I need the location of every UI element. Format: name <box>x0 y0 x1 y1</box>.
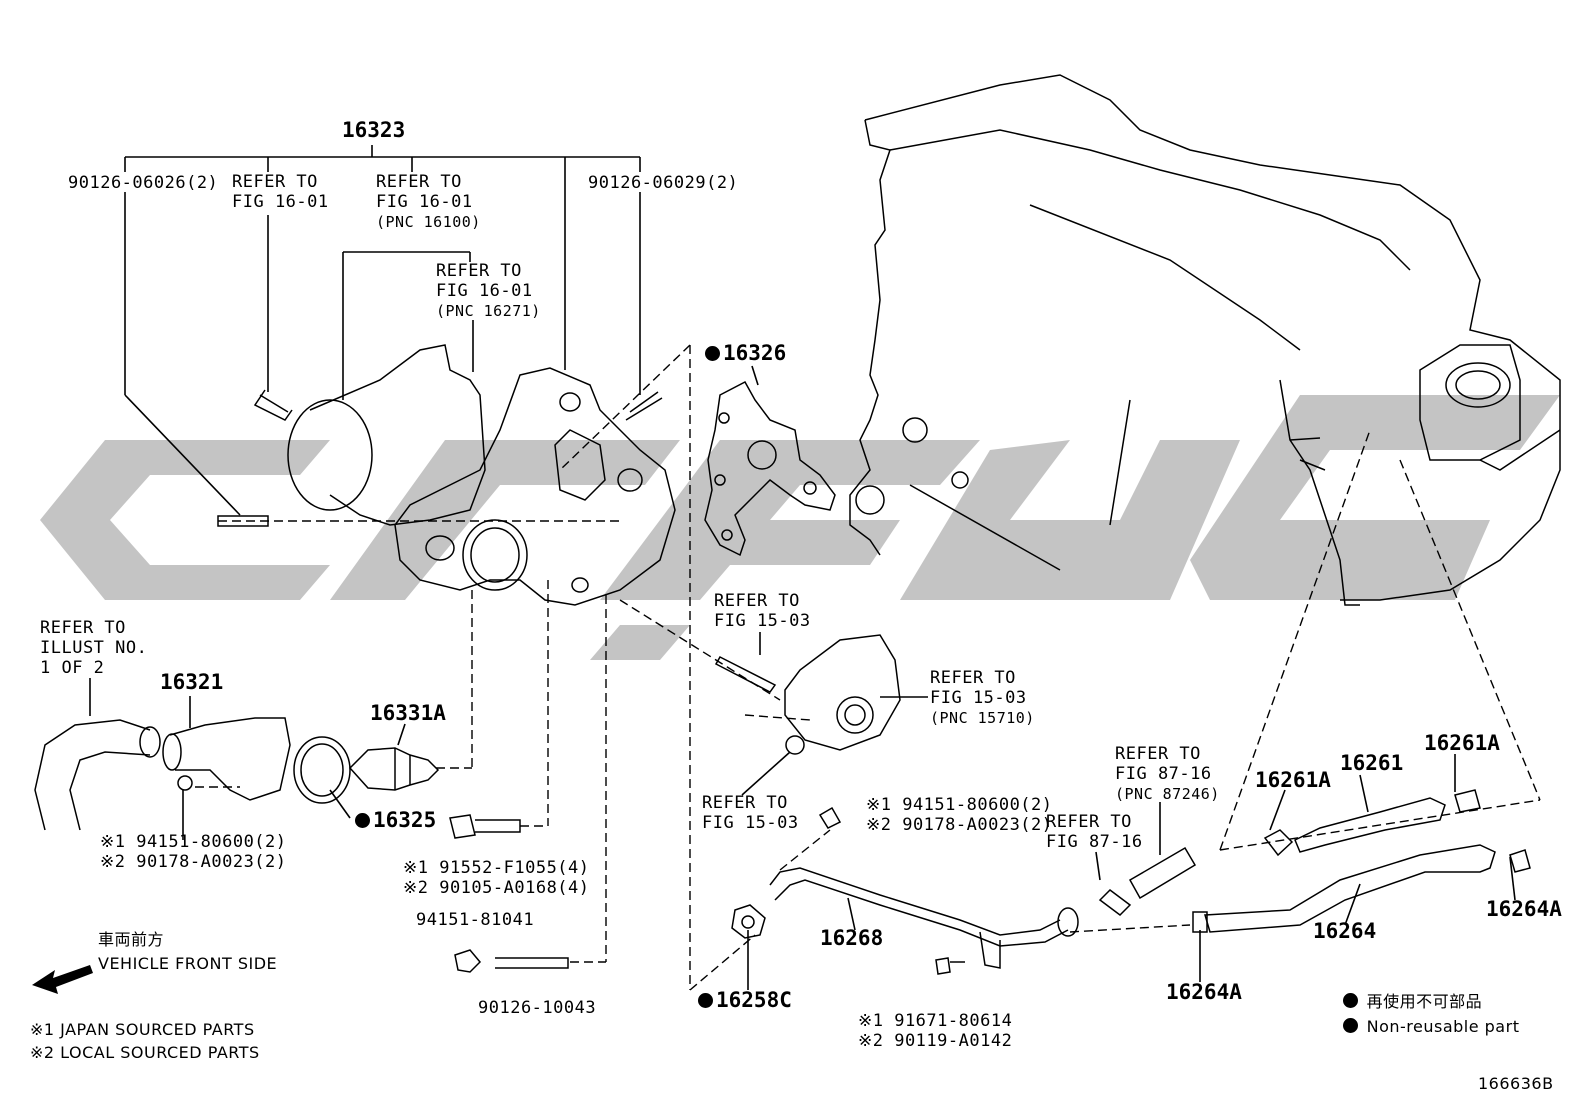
ref-pnc: (PNC 16271) <box>436 302 541 320</box>
ref-line: REFER TO <box>702 793 788 813</box>
note-line: ※1 91671-80614 <box>858 1011 1013 1031</box>
ref-line: REFER TO <box>436 261 522 281</box>
part-16261a-left-label[interactable]: 16261A <box>1255 768 1331 792</box>
ref-fig-16-01-a[interactable]: REFER TO FIG 16-01 <box>232 172 329 212</box>
note-line: ※2 90119-A0142 <box>858 1031 1013 1051</box>
non-reusable-dot-icon <box>1343 993 1358 1008</box>
part-16325-label[interactable]: 16325 <box>355 808 437 832</box>
part-16264-label[interactable]: 16264 <box>1313 919 1377 943</box>
ref-line: FIG 87-16 <box>1046 832 1143 852</box>
part-16264a-right-label[interactable]: 16264A <box>1486 897 1562 921</box>
ref-line: REFER TO <box>232 172 318 192</box>
note-line: ※1 94151-80600(2) <box>100 832 287 852</box>
part-16264a-bottom-label[interactable]: 16264A <box>1166 980 1242 1004</box>
bolt-left-label: 90126-06026(2) <box>68 173 219 193</box>
note-line: ※2 90178-A0023(2) <box>866 815 1053 835</box>
ref-line: FIG 16-01 <box>436 281 533 301</box>
vehicle-front-arrow-icon <box>32 965 93 994</box>
note-nut[interactable]: 94151-81041 <box>416 910 535 930</box>
part-number: 16325 <box>373 808 437 832</box>
watermark-logo <box>40 395 1560 660</box>
ref-line: FIG 15-03 <box>930 688 1027 708</box>
legend-jp: 再使用不可部品 <box>1343 992 1482 1012</box>
ref-fig-15-03-b[interactable]: REFER TO FIG 15-03 (PNC 15710) <box>930 668 1035 728</box>
part-16261-label[interactable]: 16261 <box>1340 751 1404 775</box>
ref-line: FIG 87-16 <box>1115 764 1212 784</box>
non-reusable-dot-icon <box>1343 1018 1358 1033</box>
note-line: ※2 90105-A0168(4) <box>403 878 590 898</box>
bolt-right-label: 90126-06029(2) <box>588 173 739 193</box>
cover-15710 <box>784 634 901 751</box>
vehicle-front-jp: 車両前方 <box>98 930 165 949</box>
japan-sourced-note: ※1 JAPAN SOURCED PARTS <box>30 1020 255 1039</box>
non-reusable-dot-icon <box>698 993 713 1008</box>
part-number: 16326 <box>723 341 787 365</box>
part-16331a-label[interactable]: 16331A <box>370 701 446 725</box>
ref-line: ILLUST NO. <box>40 638 148 658</box>
note-bolt-center[interactable]: ※1 91552-F1055(4) ※2 90105-A0168(4) <box>403 858 590 898</box>
local-sourced-note: ※2 LOCAL SOURCED PARTS <box>30 1043 260 1062</box>
ref-line: REFER TO <box>930 668 1016 688</box>
leader-lines <box>89 145 1516 990</box>
ref-fig-15-03-a[interactable]: REFER TO FIG 15-03 <box>714 591 811 631</box>
ref-fig-87-16-b[interactable]: REFER TO FIG 87-16 <box>1046 812 1143 852</box>
lower-bolts <box>449 656 965 975</box>
ref-pnc: (PNC 87246) <box>1115 785 1220 803</box>
ref-fig-16-01-c[interactable]: REFER TO FIG 16-01 (PNC 16271) <box>436 261 541 321</box>
ref-fig-15-03-c[interactable]: REFER TO FIG 15-03 <box>702 793 799 833</box>
part-16323-label: 16323 <box>342 118 406 142</box>
vehicle-front-en: VEHICLE FRONT SIDE <box>98 954 278 973</box>
part-16261a-right-label[interactable]: 16261A <box>1424 731 1500 755</box>
ref-line: 1 OF 2 <box>40 658 105 678</box>
ref-line: FIG 16-01 <box>232 192 329 212</box>
ref-line: REFER TO <box>376 172 462 192</box>
non-reusable-dot-icon <box>355 813 370 828</box>
part-number: 16258C <box>716 988 792 1012</box>
legend-text: Non-reusable part <box>1366 1017 1520 1036</box>
gasket-16326 <box>704 380 836 557</box>
part-16321-label[interactable]: 16321 <box>160 670 224 694</box>
part-16326-label[interactable]: 16326 <box>705 341 787 365</box>
ref-line: REFER TO <box>1046 812 1132 832</box>
ref-fig-87-16-a[interactable]: REFER TO FIG 87-16 (PNC 87246) <box>1115 744 1220 804</box>
part-16268-label[interactable]: 16268 <box>820 926 884 950</box>
ref-illust-no[interactable]: REFER TO ILLUST NO. 1 OF 2 <box>40 618 147 678</box>
ref-line: FIG 15-03 <box>714 611 811 631</box>
ref-line: FIG 16-01 <box>376 192 473 212</box>
legend-text: 再使用不可部品 <box>1366 992 1483 1011</box>
note-stud[interactable]: 90126-10043 <box>478 998 597 1018</box>
ref-pnc: (PNC 15710) <box>930 709 1035 727</box>
note-line: ※2 90178-A0023(2) <box>100 852 287 872</box>
ref-line: REFER TO <box>1115 744 1201 764</box>
ref-fig-16-01-b[interactable]: REFER TO FIG 16-01 (PNC 16100) <box>376 172 481 232</box>
figure-id: 166636B <box>1478 1074 1554 1093</box>
ref-line: REFER TO <box>40 618 126 638</box>
note-clip-left[interactable]: ※1 94151-80600(2) ※2 90178-A0023(2) <box>100 832 287 872</box>
part-16258c-label[interactable]: 16258C <box>698 988 792 1012</box>
legend-en: Non-reusable part <box>1343 1017 1519 1037</box>
water-pump-assembly <box>217 344 676 606</box>
bypass-pipes <box>731 789 1531 969</box>
note-line: ※1 91552-F1055(4) <box>403 858 590 878</box>
ref-pnc: (PNC 16100) <box>376 213 481 231</box>
note-bolt-bottom[interactable]: ※1 91671-80614 ※2 90119-A0142 <box>858 1011 1012 1051</box>
thermostat-group <box>34 717 440 831</box>
ref-line: FIG 15-03 <box>702 813 799 833</box>
note-line: ※1 94151-80600(2) <box>866 795 1053 815</box>
ref-line: REFER TO <box>714 591 800 611</box>
engine-block <box>849 74 1561 606</box>
note-clip-right[interactable]: ※1 94151-80600(2) ※2 90178-A0023(2) <box>866 795 1053 835</box>
non-reusable-dot-icon <box>705 346 720 361</box>
